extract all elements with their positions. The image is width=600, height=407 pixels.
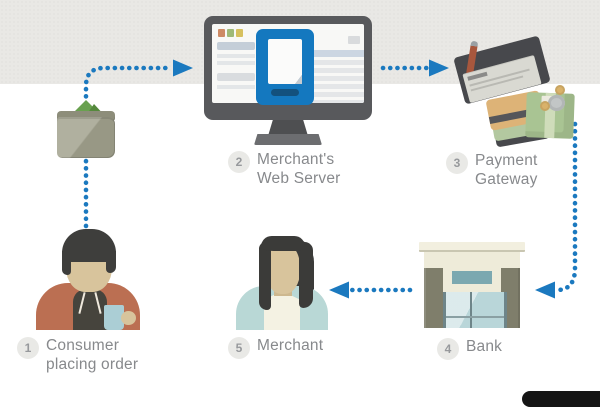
- consumer-tshirt: [73, 289, 107, 330]
- arrowhead-to-bank: [535, 281, 555, 299]
- consumer-hair: [106, 251, 116, 273]
- step-label-line1: Payment: [475, 152, 538, 169]
- consumer-avatar: [28, 229, 144, 330]
- sidebar-block: [217, 42, 255, 50]
- step-label-line1: Merchant: [257, 337, 324, 354]
- document-page: [268, 39, 302, 84]
- consumer-hair: [62, 251, 71, 275]
- arrowhead-to-gateway: [429, 59, 449, 77]
- bank-awning: [443, 268, 501, 292]
- arrowhead-to-server: [173, 59, 193, 77]
- bank-building-icon: [418, 240, 526, 330]
- monitor-stand-neck: [268, 120, 308, 136]
- merchant-hair: [299, 242, 313, 308]
- merchant-avatar: [236, 234, 328, 330]
- bank-sign: [452, 271, 492, 284]
- step-label-payment-gateway: 3 Payment Gateway: [446, 151, 538, 189]
- payment-gateway-icon: [452, 33, 592, 148]
- step-label-line2: placing order: [46, 356, 139, 373]
- arrow-gateway-to-bank-path: [554, 121, 578, 293]
- document-fold-corner: [295, 75, 302, 84]
- bank-cornice: [419, 242, 525, 252]
- step-label-line2: Web Server: [257, 170, 341, 187]
- glass-mullion: [446, 316, 504, 318]
- step-badge: 5: [228, 337, 250, 359]
- step-label-merchant: 5 Merchant: [228, 336, 323, 359]
- monitor-stand-base: [254, 134, 322, 145]
- watermark-bar: [522, 391, 600, 407]
- arrowhead-to-merchant: [329, 281, 349, 299]
- step-badge: 4: [437, 338, 459, 360]
- browser-chip-yellow: [236, 29, 243, 37]
- bank-entrance-glass: [443, 292, 507, 328]
- consumer-hand: [121, 311, 136, 325]
- wallet-rim: [57, 111, 115, 122]
- glass-mullion: [470, 292, 472, 328]
- step-label-line2: Gateway: [475, 171, 538, 188]
- step-badge: 3: [446, 152, 468, 174]
- document-app-icon: [256, 29, 314, 105]
- step-badge: 1: [17, 337, 39, 359]
- browser-chip-orange: [218, 29, 225, 37]
- sidebar-row: [217, 85, 255, 89]
- step-label-consumer: 1 Consumer placing order: [17, 336, 138, 374]
- coin-icon: [555, 85, 565, 95]
- step-label-line1: Merchant's: [257, 151, 335, 168]
- step-badge: 2: [228, 151, 250, 173]
- wallet-body: [57, 117, 115, 158]
- step-label-web-server: 2 Merchant's Web Server: [228, 150, 341, 188]
- coin-icon: [548, 95, 565, 111]
- bank-facade: [424, 252, 520, 268]
- wallet-icon: [57, 98, 115, 160]
- cup-icon: [104, 305, 124, 330]
- glass-reflection: [446, 292, 504, 328]
- merchant-hair: [259, 242, 271, 310]
- coin-icon: [540, 101, 550, 111]
- sidebar-row: [217, 54, 255, 58]
- step-label-bank: 4 Bank: [437, 337, 502, 360]
- document-button-bar: [271, 89, 299, 96]
- step-label-line1: Consumer: [46, 337, 120, 354]
- step-label-line1: Bank: [466, 338, 503, 355]
- browser-chip-green: [227, 29, 234, 37]
- sidebar-row: [217, 61, 255, 65]
- desktop-monitor-icon: [204, 16, 372, 148]
- toolbar-box: [348, 36, 360, 44]
- merchant-hair: [261, 236, 305, 251]
- bank-column-left: [424, 268, 443, 328]
- sidebar-block: [217, 73, 255, 81]
- merchant-face: [266, 243, 300, 294]
